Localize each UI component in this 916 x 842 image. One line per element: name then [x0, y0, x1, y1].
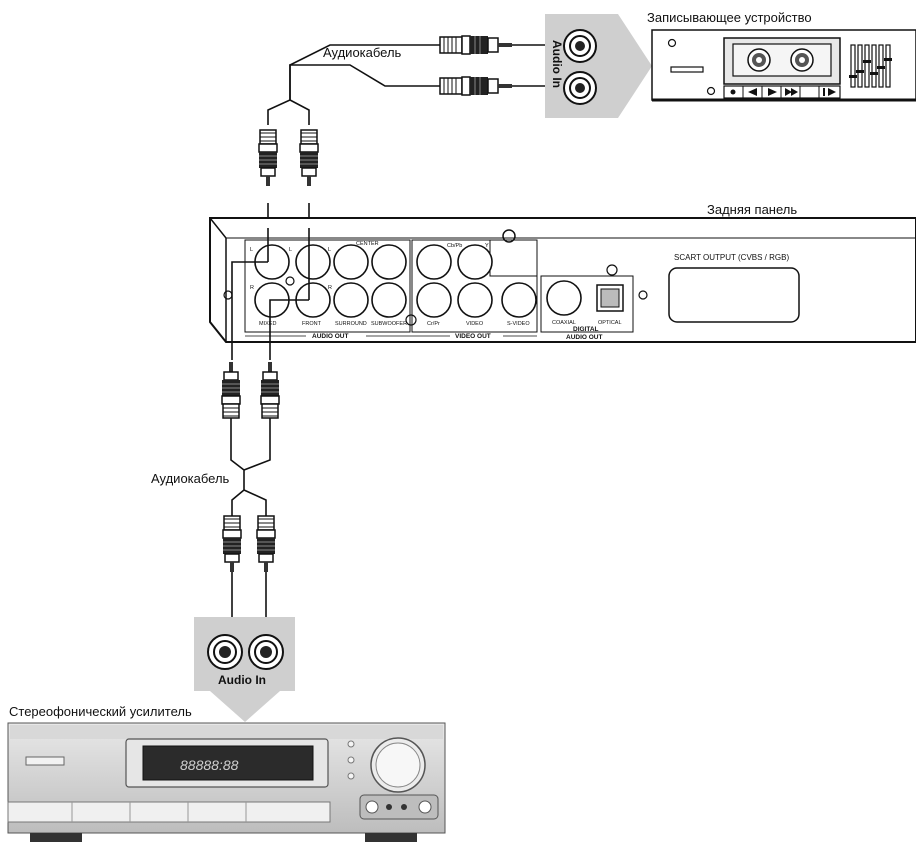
rca-plug-top-right	[299, 129, 319, 187]
mixed-label: MIXED	[259, 321, 276, 327]
video-out-label: VIDEO OUT	[455, 333, 491, 340]
amp-display-text: 88888:88	[180, 757, 239, 773]
coaxial-label: COAXIAL	[552, 320, 576, 326]
video-label: VIDEO	[466, 321, 484, 327]
amplifier-label: Стереофонический усилитель	[9, 704, 192, 719]
rca-plug-bottom-upper-left	[221, 361, 241, 419]
audio-cable-top-label: Аудиокабель	[323, 45, 402, 60]
audio-cable-top	[267, 44, 420, 228]
amplifier-audio-in-badge: Audio In	[194, 617, 295, 722]
audio-out-label: AUDIO OUT	[312, 333, 349, 340]
rear-panel: L L R R L CENTER MIXED FRONT SURROUND SU…	[209, 217, 916, 343]
amplifier-audio-in-text: Audio In	[218, 673, 266, 687]
rca-plug-bottom-upper-right	[260, 361, 280, 419]
jack-label-l-center: L	[328, 247, 331, 253]
panel-cable-wires	[231, 228, 310, 360]
recorder-audio-in-text: Audio In	[550, 40, 564, 88]
jack-label-r-front: R	[328, 285, 332, 291]
front-label: FRONT	[302, 321, 322, 327]
jack-label-l-mixed: L	[250, 247, 253, 253]
recorder-audio-in-badge: Audio In	[545, 14, 652, 118]
recorder-label: Записывающее устройство	[647, 10, 812, 25]
rca-plug-bottom-lower-right	[256, 515, 276, 573]
digital-audio-out-label: AUDIO OUT	[566, 334, 603, 341]
recording-device	[651, 29, 916, 102]
center-label: CENTER	[356, 241, 379, 247]
crpr-label: Cr/Pr	[427, 321, 440, 327]
jack-label-r-mixed: R	[250, 285, 254, 291]
subwoofer-label: SUBWOOFER	[371, 321, 407, 327]
rca-plug-recorder-lower	[439, 76, 513, 96]
optical-label: OPTICAL	[598, 320, 622, 326]
stereo-amplifier: 88888:88	[7, 722, 446, 842]
audio-cable-bottom-label: Аудиокабель	[151, 471, 230, 486]
y-label: Y	[485, 243, 489, 249]
rca-plug-recorder-upper	[439, 35, 513, 55]
digital-label: DIGITAL	[573, 326, 599, 333]
rear-panel-label: Задняя панель	[707, 202, 798, 217]
svideo-label: S-VIDEO	[507, 321, 530, 327]
scart-label: SCART OUTPUT (CVBS / RGB)	[674, 253, 789, 262]
jack-label-l-front: L	[289, 247, 292, 253]
surround-label: SURROUND	[335, 321, 367, 327]
rca-plug-bottom-lower-left	[222, 515, 242, 573]
cbpb-label: Cb/Pb	[447, 243, 462, 249]
